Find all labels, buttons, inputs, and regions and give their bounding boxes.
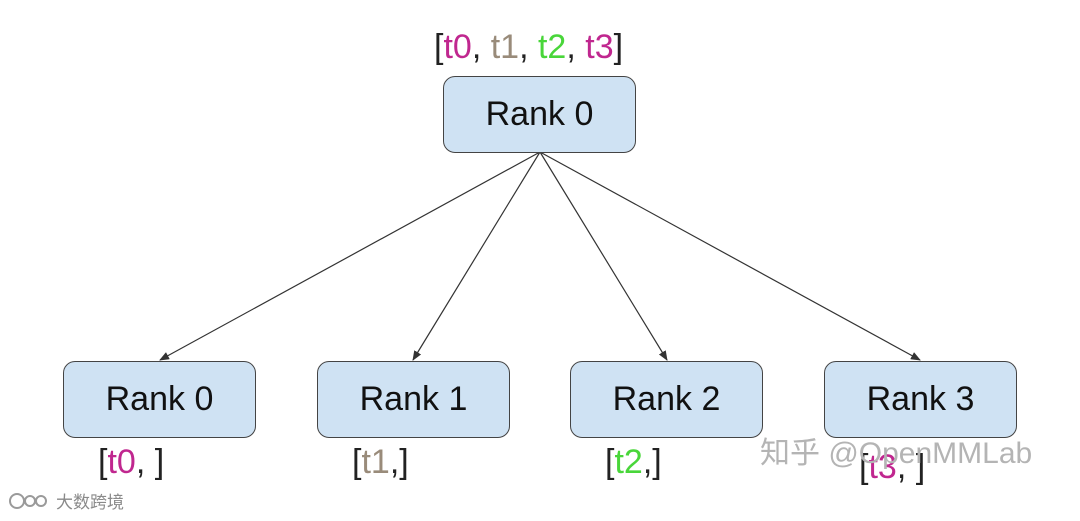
rank-2-tensor-list: [t2,] [605,443,662,482]
root-tensor-list: [t0, t1, t2, t3] [434,28,623,67]
zhihu-watermark: 知乎 @OpenMMLab [760,437,1033,470]
child-node-rank-1: Rank 1 [317,361,510,438]
root-node-rank-0: Rank 0 [443,76,636,153]
node-label: Rank 0 [485,95,594,133]
bracket-close: , ] [896,448,926,486]
rank-0-tensor-list: [t0, ] [98,443,164,482]
child-node-rank-3: Rank 3 [824,361,1017,438]
tensor-t2: t2 [537,28,567,66]
child-node-rank-0: Rank 0 [63,361,256,438]
rank-3-tensor-list: [t3, ] [859,448,925,487]
bottom-left-watermark-text: 大数跨境 [56,493,124,512]
edge-root-to-rank-0 [159,151,541,361]
separator: , [566,28,586,66]
rank-1-tensor-list: [t1,] [352,443,409,482]
tensor-t1: t1 [361,443,390,481]
tensor-t0: t0 [443,28,472,66]
bracket-close: ] [613,28,624,66]
bracket-open: [ [605,443,615,481]
bracket-close: , ] [135,443,165,481]
tensor-t0: t0 [107,443,136,481]
separator: , [519,28,538,66]
child-node-rank-2: Rank 2 [570,361,763,438]
edge-root-to-rank-1 [412,151,541,361]
edge-root-to-rank-3 [539,151,921,361]
edge-root-to-rank-2 [539,151,668,361]
tensor-t1: t1 [490,28,520,66]
bracket-close: ,] [389,443,409,481]
tensor-t3: t3 [868,448,897,486]
node-label: Rank 1 [359,380,468,418]
node-label: Rank 2 [612,380,721,418]
bracket-open: [ [352,443,362,481]
bracket-open: [ [434,28,444,66]
tensor-t3: t3 [585,28,614,66]
bracket-open: [ [98,443,108,481]
bottom-left-watermark: 大数跨境 [8,488,124,513]
bracket-open: [ [859,448,869,486]
node-label: Rank 3 [866,380,975,418]
separator: , [471,28,491,66]
tensor-t2: t2 [614,443,643,481]
brand-logo-icon [9,492,47,509]
node-label: Rank 0 [105,380,214,418]
bracket-close: ,] [642,443,662,481]
